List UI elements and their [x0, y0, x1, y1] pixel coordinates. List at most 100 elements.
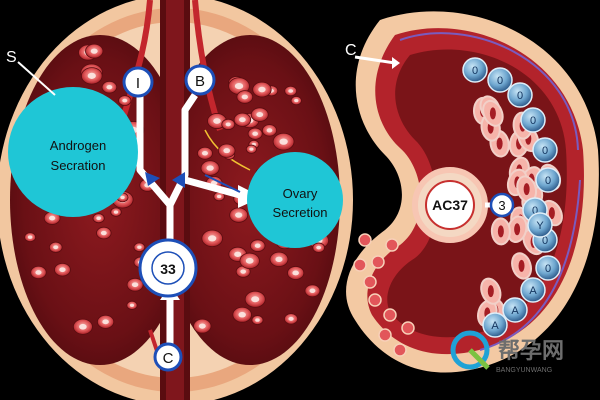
tubule-node-label: 0	[542, 145, 548, 157]
ovary-label-line1: Ovary	[283, 186, 318, 201]
tubule-node-label: 0	[532, 205, 538, 217]
tissue-cell	[261, 124, 278, 137]
tissue-cell	[228, 77, 250, 95]
node-bottom-label: C	[163, 350, 174, 367]
tubule-cell	[511, 252, 532, 280]
tubule-node: 0	[535, 255, 561, 281]
tissue-cell	[217, 143, 236, 158]
watermark: 帮孕网 BANGYUNWANG	[450, 330, 564, 374]
node-top-right: B	[184, 64, 216, 96]
tissue-cell	[290, 96, 302, 106]
tubule-cell	[480, 277, 502, 305]
node-top-right-label: B	[195, 73, 205, 90]
tissue-cell	[97, 314, 115, 329]
tissue-cell	[304, 284, 321, 298]
tubule-node-label: A	[529, 285, 537, 297]
tubule-node: 0	[520, 107, 546, 133]
tissue-cell	[126, 300, 138, 310]
ovary-label-line2: Secretion	[273, 205, 328, 220]
tissue-cell	[269, 251, 289, 267]
tissue-cell	[239, 252, 260, 270]
edge-cell	[363, 275, 377, 289]
tubule-node: 0	[462, 57, 488, 83]
tissue-cell	[30, 265, 47, 280]
arrow-right-path	[166, 93, 198, 207]
tissue-cell	[54, 262, 71, 277]
tissue-cell	[110, 207, 122, 217]
tissue-cell	[221, 118, 236, 130]
tubule-node-label: A	[491, 320, 499, 332]
edge-cell	[393, 343, 407, 357]
watermark-en: BANGYUNWANG	[496, 367, 552, 374]
tissue-cell	[200, 160, 220, 176]
tubule-node-label: 0	[545, 175, 551, 187]
tissue-cell	[233, 112, 252, 127]
tubule-cell	[482, 99, 504, 127]
tissue-cell	[201, 229, 223, 248]
tissue-cell	[85, 43, 104, 59]
node-right-cell-label: AC37	[432, 197, 468, 213]
ovary-bubble: Ovary Secretion	[247, 152, 343, 248]
tissue-cell	[43, 211, 61, 225]
tubule-cell	[516, 175, 538, 203]
node-right-small-label: 3	[498, 198, 505, 213]
tissue-cell	[232, 306, 252, 323]
tubule-node: 0	[487, 67, 513, 93]
tubule-node: 0	[532, 137, 558, 163]
tissue-cell	[229, 207, 249, 223]
androgen-label-line1: Androgen	[50, 138, 106, 153]
tissue-cell	[193, 318, 212, 334]
watermark-cn: 帮孕网	[498, 338, 564, 364]
tubule-node: 0	[507, 82, 533, 108]
tissue-cell	[81, 67, 103, 85]
edge-cell	[371, 255, 385, 269]
tissue-cell	[126, 277, 144, 292]
tissue-cell	[118, 95, 132, 106]
tissue-cell	[244, 290, 266, 308]
tubule-node-label: 0	[545, 263, 551, 275]
tubule-node-label: Y	[536, 220, 544, 232]
tissue-cell	[245, 144, 257, 154]
node-right-small: 3	[489, 192, 515, 218]
tissue-cell	[272, 132, 295, 151]
node-center-label: 33	[160, 261, 176, 277]
edge-cell	[358, 233, 372, 247]
tubule-cell	[506, 215, 528, 243]
tubule-node-label: 0	[517, 90, 523, 102]
tissue-cell	[236, 90, 254, 104]
c-marker-label: C	[345, 42, 357, 59]
edge-dots	[353, 233, 415, 357]
s-marker: S	[6, 49, 56, 96]
node-center: 33	[138, 238, 198, 298]
tubule-node: A	[520, 277, 546, 303]
node-bottom: C	[153, 342, 183, 372]
tubule-node-label: A	[511, 305, 519, 317]
tubule-node-label: 0	[472, 65, 478, 77]
s-marker-label: S	[6, 49, 17, 66]
tubule-node: 0	[535, 167, 561, 193]
tissue-cell	[284, 85, 298, 97]
edge-cell	[368, 293, 382, 307]
tubule-cell	[490, 217, 511, 246]
edge-cell	[353, 258, 367, 272]
androgen-label-line2: Secration	[51, 158, 106, 173]
c-marker: C	[345, 42, 400, 69]
androgen-bubble: Androgen Secration	[8, 87, 138, 217]
tubule-node-label: 0	[542, 235, 548, 247]
tissue-cell	[96, 226, 112, 240]
tubule-node: A	[502, 297, 528, 323]
tissue-cell	[287, 266, 305, 280]
tissue-cell	[251, 315, 264, 325]
tissue-cell	[249, 239, 266, 252]
tissue-cell	[72, 318, 93, 335]
tubule-node-label: 0	[497, 75, 503, 87]
watermark-logo-icon	[450, 330, 490, 370]
tubule-node: Y	[527, 212, 553, 238]
tissue-cell	[247, 127, 263, 140]
tissue-cell	[197, 146, 213, 160]
tissue-cell	[48, 241, 63, 253]
node-top-left: I	[122, 66, 154, 98]
tissue-cell	[92, 213, 105, 224]
